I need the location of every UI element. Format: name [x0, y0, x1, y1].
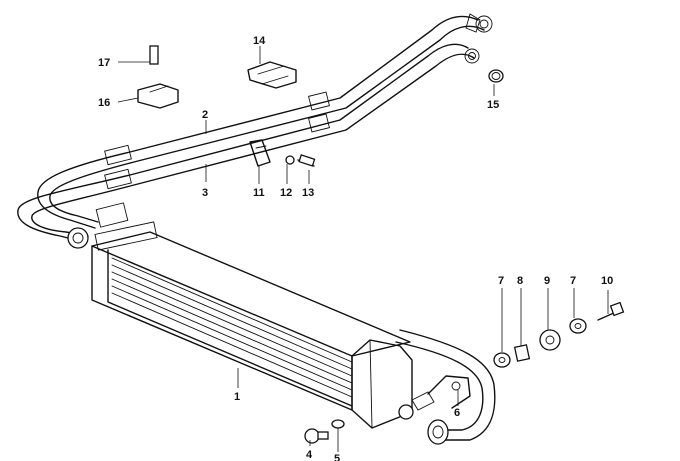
callout-3: 3 [202, 187, 208, 199]
hose-clamp-assembly [249, 139, 316, 167]
callout-2: 2 [202, 109, 208, 121]
callout-11: 11 [253, 187, 265, 199]
callout-7a: 7 [498, 275, 504, 287]
oil-cooler [67, 221, 435, 429]
callout-13: 13 [302, 187, 314, 199]
hose-holder [137, 45, 179, 109]
callout-6: 6 [454, 407, 460, 419]
callout-14: 14 [253, 35, 266, 47]
leader-lines [117, 46, 609, 452]
callout-labels: 1 2 3 4 5 6 7 8 9 7 10 11 12 13 14 15 16… [98, 35, 613, 461]
mounting-hardware-stack [493, 301, 625, 368]
callout-15: 15 [487, 99, 499, 111]
callout-17: 17 [98, 57, 110, 69]
callout-9: 9 [544, 275, 550, 287]
cooler-fins [111, 257, 353, 398]
callout-7b: 7 [570, 275, 576, 287]
mounting-bracket [427, 375, 471, 409]
callout-12: 12 [280, 187, 292, 199]
cooler-return-hose [395, 329, 496, 445]
callout-4: 4 [306, 449, 313, 461]
o-ring-inner [491, 72, 501, 80]
o-ring [488, 69, 504, 83]
hose-clip [247, 61, 297, 89]
oil-hose-lower [17, 43, 480, 243]
callout-10: 10 [601, 275, 613, 287]
callout-8: 8 [517, 275, 523, 287]
callout-16: 16 [98, 97, 110, 109]
callout-1: 1 [234, 391, 240, 403]
callout-5: 5 [334, 453, 340, 461]
bolt-and-washer [304, 419, 345, 444]
